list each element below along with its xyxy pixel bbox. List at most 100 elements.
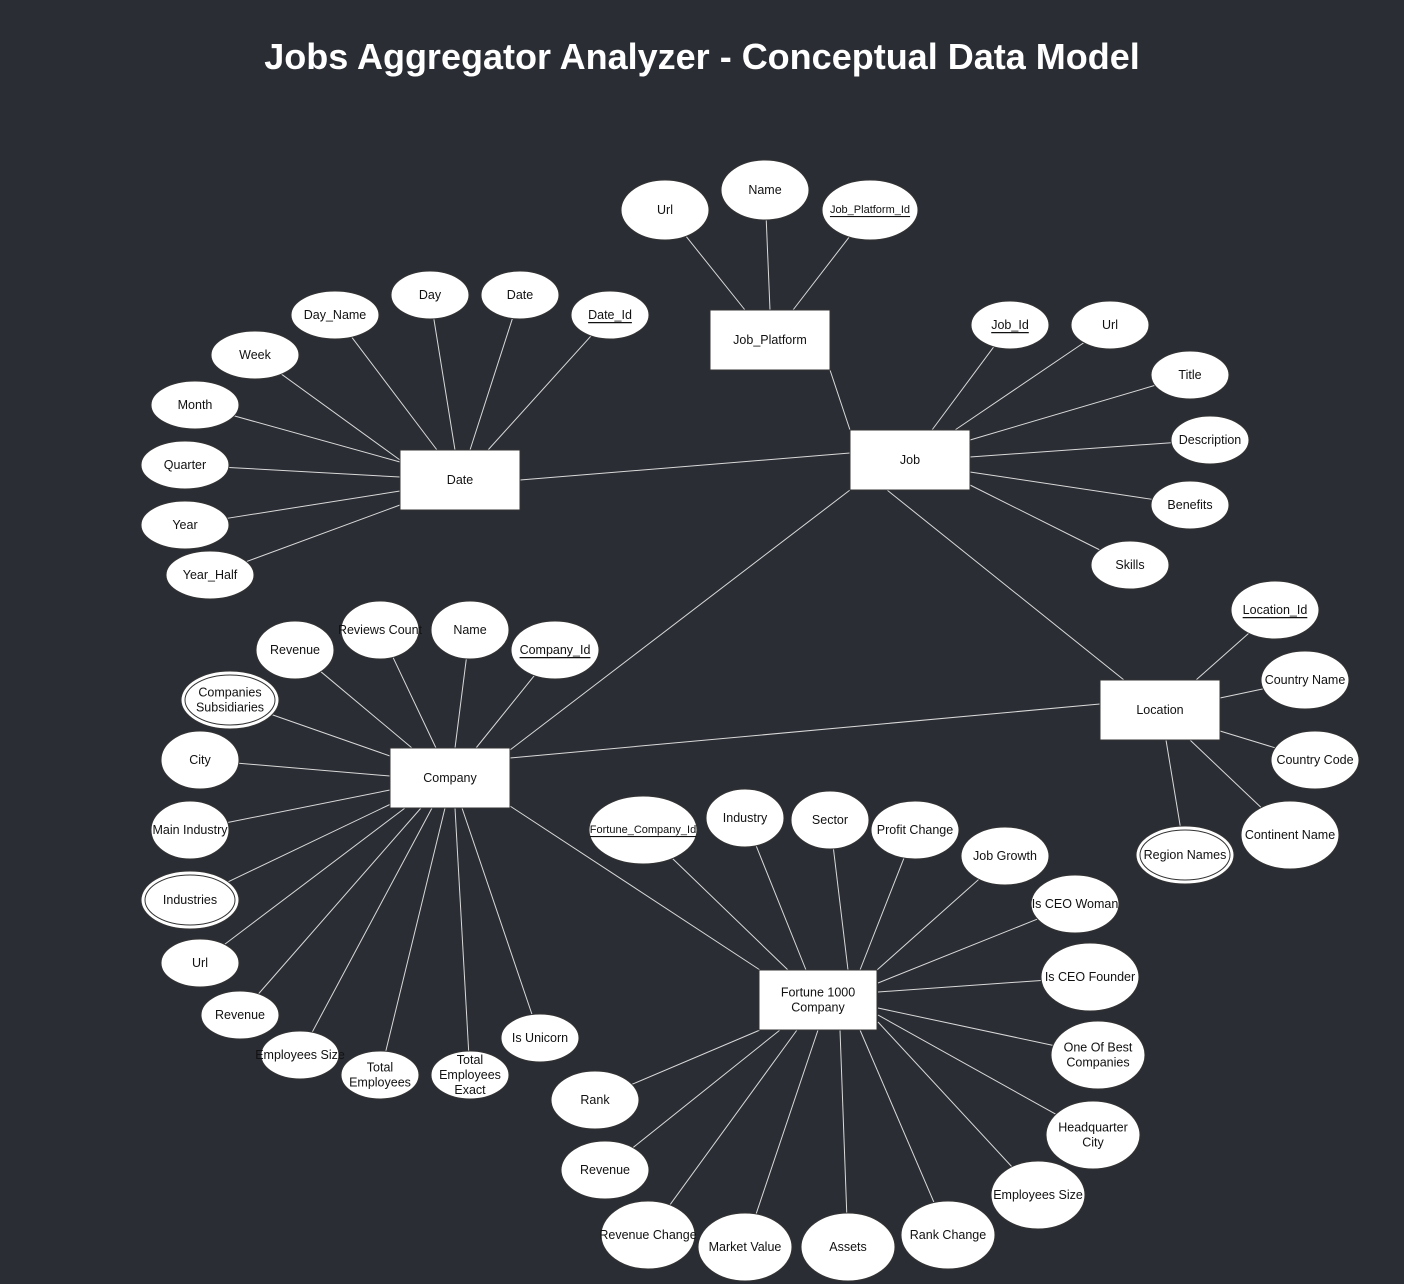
- attribute-label: Url: [192, 956, 208, 970]
- entity-job-platform[interactable]: Job_Platform: [709, 309, 831, 371]
- attribute-l-country-name[interactable]: Country Name: [1260, 650, 1350, 710]
- attribute-f-job-growth[interactable]: Job Growth: [960, 826, 1050, 886]
- attribute-jp-name[interactable]: Name: [720, 159, 810, 221]
- attribute-label: Country Code: [1276, 753, 1353, 767]
- attribute-l-region-names[interactable]: Region Names: [1135, 825, 1235, 885]
- attribute-f-id[interactable]: Fortune_Company_Id: [588, 795, 698, 865]
- attribute-label: Rank: [580, 1093, 610, 1107]
- entity-location[interactable]: Location: [1099, 679, 1221, 741]
- attr-link-l-continent-name: [1189, 739, 1262, 808]
- attribute-jp-url[interactable]: Url: [620, 179, 710, 241]
- attribute-d-month[interactable]: Month: [150, 380, 240, 430]
- attribute-f-sector[interactable]: Sector: [790, 790, 870, 850]
- attribute-label: Continent Name: [1245, 828, 1335, 842]
- attr-link-f-job-growth: [876, 878, 980, 971]
- attribute-label: Industries: [163, 893, 217, 907]
- attribute-ellipse: [570, 290, 650, 340]
- attribute-ellipse: [1090, 540, 1170, 590]
- attribute-c-url[interactable]: Url: [160, 938, 240, 988]
- attribute-label: Country Name: [1265, 673, 1346, 687]
- attribute-l-id[interactable]: Location_Id: [1230, 580, 1320, 640]
- attr-link-l-country-name: [1219, 688, 1264, 699]
- attribute-ellipse: [550, 1070, 640, 1130]
- attribute-ellipse: [430, 600, 510, 660]
- entity-label: Company: [423, 771, 477, 785]
- attribute-label: Employees: [439, 1068, 501, 1082]
- attribute-l-country-code[interactable]: Country Code: [1270, 730, 1360, 790]
- attribute-j-benefits[interactable]: Benefits: [1150, 480, 1230, 530]
- attr-link-f-rank-change: [859, 1029, 935, 1203]
- attribute-d-day-name[interactable]: Day_Name: [290, 290, 380, 340]
- attribute-f-market-value[interactable]: Market Value: [697, 1212, 793, 1282]
- attribute-j-title[interactable]: Title: [1150, 350, 1230, 400]
- attribute-ellipse: [800, 1212, 896, 1282]
- attribute-c-revenue2[interactable]: Revenue: [200, 990, 280, 1040]
- attribute-f-ceo-woman[interactable]: Is CEO Woman: [1030, 874, 1120, 934]
- attribute-c-id[interactable]: Company_Id: [510, 620, 600, 680]
- attribute-j-description[interactable]: Description: [1170, 415, 1250, 465]
- attribute-c-industries[interactable]: Industries: [140, 870, 240, 930]
- attribute-d-year-half[interactable]: Year_Half: [165, 550, 255, 600]
- attribute-f-profit-change[interactable]: Profit Change: [870, 800, 960, 860]
- attribute-label: Quarter: [164, 458, 206, 472]
- attribute-label: Is CEO Founder: [1045, 970, 1135, 984]
- attribute-f-rank-change[interactable]: Rank Change: [900, 1200, 996, 1270]
- attribute-c-is-unicorn[interactable]: Is Unicorn: [500, 1013, 580, 1063]
- attribute-f-ceo-founder[interactable]: Is CEO Founder: [1040, 942, 1140, 1012]
- attribute-c-city[interactable]: City: [160, 730, 240, 790]
- attribute-j-id[interactable]: Job_Id: [970, 300, 1050, 350]
- attribute-f-industry[interactable]: Industry: [705, 788, 785, 848]
- attribute-label: Benefits: [1167, 498, 1212, 512]
- attribute-d-year[interactable]: Year: [140, 500, 230, 550]
- attribute-label: Revenue: [215, 1008, 265, 1022]
- attribute-ellipse: [1240, 800, 1340, 870]
- attribute-j-skills[interactable]: Skills: [1090, 540, 1170, 590]
- attribute-ellipse: [1045, 1100, 1141, 1170]
- attribute-j-url[interactable]: Url: [1070, 300, 1150, 350]
- attribute-c-name[interactable]: Name: [430, 600, 510, 660]
- attr-link-f-hq-city: [877, 1014, 1057, 1115]
- attribute-ellipse: [821, 179, 919, 241]
- attribute-d-day[interactable]: Day: [390, 270, 470, 320]
- attribute-c-employees-size[interactable]: Employees Size: [255, 1030, 345, 1080]
- attribute-ellipse: [1150, 480, 1230, 530]
- attribute-d-date[interactable]: Date: [480, 270, 560, 320]
- attribute-f-revenue-change[interactable]: Revenue Change: [599, 1200, 697, 1270]
- entity-date[interactable]: Date: [399, 449, 521, 511]
- diagram-title: Jobs Aggregator Analyzer - Conceptual Da…: [264, 36, 1140, 77]
- attr-link-f-employees-size: [877, 1021, 1013, 1168]
- attribute-f-employees-size[interactable]: Employees Size: [990, 1160, 1086, 1230]
- attr-link-jp-id: [792, 236, 850, 311]
- attribute-label: Region Names: [1144, 848, 1227, 862]
- attribute-label: Companies: [1066, 1056, 1129, 1070]
- attribute-f-assets[interactable]: Assets: [800, 1212, 896, 1282]
- attribute-c-main-industry[interactable]: Main Industry: [150, 800, 230, 860]
- attribute-d-id[interactable]: Date_Id: [570, 290, 650, 340]
- attribute-f-rank[interactable]: Rank: [550, 1070, 640, 1130]
- attribute-d-week[interactable]: Week: [210, 330, 300, 380]
- rel-company-fortune: [509, 805, 761, 971]
- attribute-c-revenue[interactable]: Revenue: [255, 620, 335, 680]
- attribute-label: Is Unicorn: [512, 1031, 568, 1045]
- attribute-jp-id[interactable]: Job_Platform_Id: [821, 179, 919, 241]
- attr-link-d-quarter: [228, 466, 401, 478]
- attr-link-c-revenue: [320, 671, 413, 749]
- entity-company[interactable]: Company: [389, 747, 511, 809]
- attr-link-f-sector: [832, 848, 849, 971]
- attribute-l-continent-name[interactable]: Continent Name: [1240, 800, 1340, 870]
- attribute-d-quarter[interactable]: Quarter: [140, 440, 230, 490]
- attribute-c-reviews-count[interactable]: Reviews Count: [338, 600, 423, 660]
- attribute-label: Total: [367, 1061, 393, 1075]
- attribute-ellipse: [160, 730, 240, 790]
- entity-job[interactable]: Job: [849, 429, 971, 491]
- attribute-label: Headquarter: [1058, 1121, 1128, 1135]
- attribute-f-revenue[interactable]: Revenue: [560, 1140, 650, 1200]
- entity-label: Location: [1136, 703, 1183, 717]
